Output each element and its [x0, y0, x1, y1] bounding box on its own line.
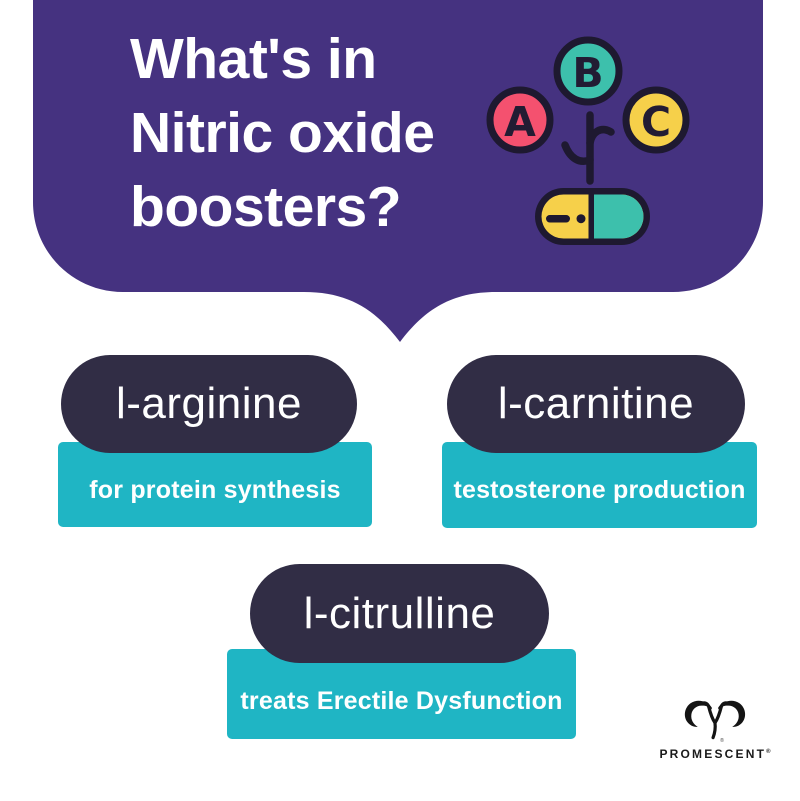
- ram-horns-icon: ®: [684, 700, 746, 744]
- ingredient-description-text: testosterone production: [453, 476, 746, 504]
- ingredient-pill-l-carnitine: l-carnitine: [447, 355, 745, 453]
- plant-stem-icon: [561, 111, 615, 185]
- ingredient-description-l-arginine: for protein synthesis: [58, 442, 372, 527]
- page-title: What's in Nitric oxide boosters?: [130, 27, 435, 239]
- ingredient-description-l-citrulline: treats Erectile Dysfunction: [227, 649, 576, 739]
- vitamins-illustration: A B C: [486, 36, 690, 245]
- vitamin-b-icon: B: [553, 36, 623, 106]
- brand-name-text: PROMESCENT: [659, 747, 767, 761]
- ingredient-description-text: for protein synthesis: [89, 475, 341, 504]
- brand-registered-mark: ®: [766, 749, 771, 755]
- brand-name: PROMESCENT®: [659, 747, 770, 761]
- ingredient-pill-l-arginine: l-arginine: [61, 355, 357, 453]
- vitamin-b-letter: B: [572, 49, 603, 97]
- capsule-pill-icon: [535, 188, 650, 245]
- ingredient-name: l-citrulline: [303, 588, 496, 638]
- ingredient-pill-l-citrulline: l-citrulline: [250, 564, 549, 663]
- ingredient-name: l-carnitine: [497, 379, 695, 428]
- ingredient-description-l-carnitine: testosterone production: [442, 442, 757, 528]
- vitamin-c-letter: C: [641, 98, 671, 146]
- ingredient-description-text: treats Erectile Dysfunction: [240, 686, 563, 715]
- ingredient-name: l-arginine: [116, 379, 302, 428]
- ram-registered-mark: ®: [720, 737, 724, 744]
- vitamin-a-letter: A: [504, 98, 536, 146]
- promescent-logo: ® PROMESCENT®: [648, 698, 782, 776]
- vitamin-a-icon: A: [486, 86, 554, 154]
- vitamin-c-icon: C: [622, 86, 690, 154]
